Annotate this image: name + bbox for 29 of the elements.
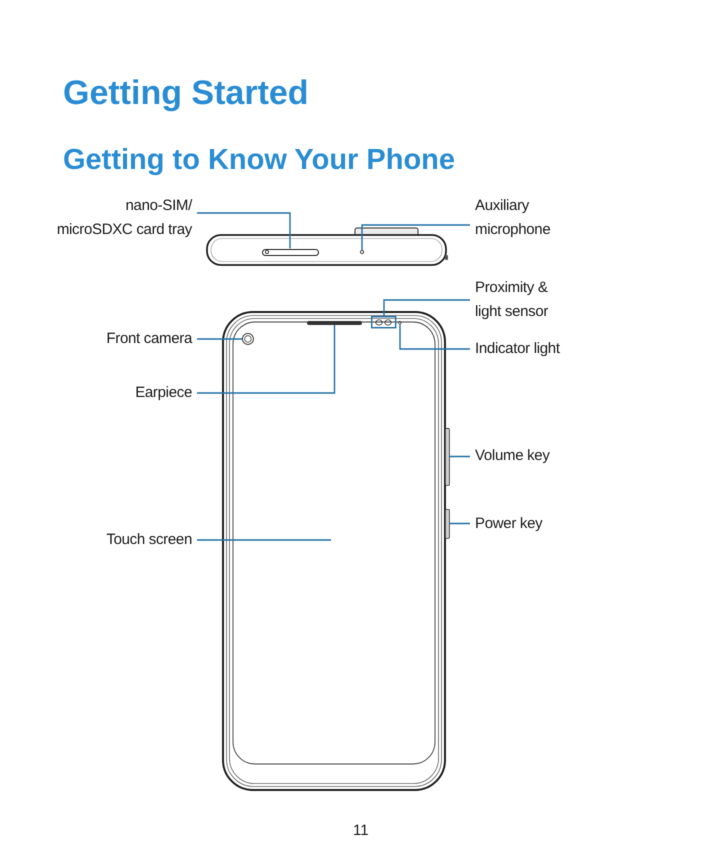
leader-line	[361, 224, 470, 250]
leader-line	[449, 456, 470, 458]
part-label: Proximity & light sensor	[470, 276, 570, 324]
leader-line	[197, 539, 331, 541]
camera-lens	[242, 333, 254, 345]
volume-key	[444, 428, 450, 486]
microphone-hole	[360, 250, 364, 254]
leader-line	[197, 338, 242, 340]
leader-line	[449, 522, 470, 524]
page-number: 11	[353, 821, 369, 841]
leader-line	[197, 212, 291, 248]
leader-line	[383, 299, 470, 316]
part-label: Touch screen	[101, 528, 197, 552]
leader-line	[399, 324, 470, 350]
card-tray-slot	[262, 248, 318, 256]
part-label: Earpiece	[130, 381, 197, 405]
power-key	[444, 508, 450, 538]
part-label: Front camera	[101, 327, 197, 351]
indicator-light-dot	[398, 321, 402, 325]
leader-line	[197, 325, 336, 394]
sensor-frame	[371, 316, 397, 329]
earpiece-grille	[307, 321, 362, 325]
part-label: Volume key	[470, 444, 555, 468]
part-label: Power key	[470, 512, 548, 536]
part-label: Auxiliary microphone	[470, 194, 570, 242]
section-heading: Getting to Know Your Phone	[63, 143, 456, 178]
part-label: nano-SIM/ microSDXC card tray	[47, 194, 197, 242]
part-label: Indicator light	[470, 337, 565, 361]
page-title: Getting Started	[63, 73, 309, 113]
